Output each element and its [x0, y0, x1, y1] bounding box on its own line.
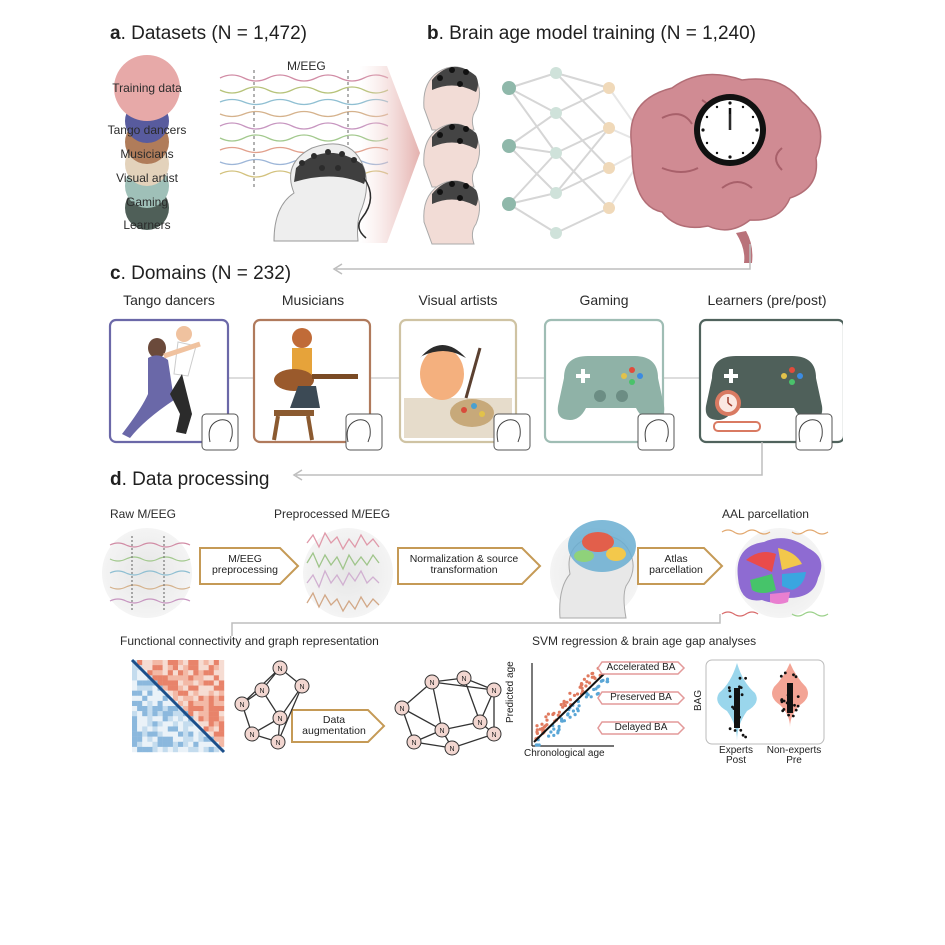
graph-node	[456, 670, 472, 686]
graph-node	[444, 740, 460, 756]
svm-scatter	[531, 662, 614, 747]
domain-label-gaming: Gaming	[579, 292, 629, 308]
eeg-head	[273, 143, 372, 242]
group-experts-label: Experts	[719, 745, 753, 756]
graph-node-label: N	[239, 702, 244, 709]
connectivity-matrix	[130, 658, 226, 754]
graph-node-label: N	[491, 688, 496, 695]
graph-node-label: N	[461, 676, 466, 683]
predicted-age-label: Predicted age	[505, 661, 516, 723]
network-nodes	[502, 67, 615, 239]
meeg-label: M/EEG	[287, 59, 326, 73]
arrow-atlas: Atlas parcellation	[649, 553, 703, 577]
graph-node-label: N	[411, 740, 416, 747]
graph-node	[406, 734, 422, 750]
training-heads	[423, 66, 480, 245]
panel-a-title: a. Datasets (N = 1,472)	[110, 23, 307, 44]
preserved-ba-label: Preserved BA	[610, 692, 672, 703]
domain-label-musicians: Musicians	[281, 292, 345, 308]
graph-node	[272, 710, 288, 726]
figure: N N N N N N N N N N N N N N N N a. Datasets (N = 1,472)…	[102, 18, 843, 775]
graph-node	[272, 660, 288, 676]
panel-b-title: b. Brain age model training (N = 1,240)	[427, 23, 756, 44]
raw-meeg-bg	[102, 528, 192, 618]
connector-row2	[231, 614, 721, 636]
graph-node-label: N	[299, 684, 304, 691]
graph-nodes: N N N N N N N N N N N N N N N N	[234, 660, 502, 756]
panel-d-title: d. Data processing	[110, 469, 270, 490]
dataset-item-musicians: Musicians	[120, 147, 174, 161]
transition-wedge	[360, 66, 420, 243]
aal-brain	[721, 529, 829, 617]
raw-meeg-traces	[109, 536, 191, 610]
graph-node-label: N	[477, 720, 482, 727]
raw-meeg-label: Raw M/EEG	[110, 507, 177, 521]
process-arrows	[199, 547, 724, 743]
graph-node-label: N	[277, 666, 282, 673]
domain-box-musicians	[252, 318, 372, 444]
neural-network	[508, 72, 651, 234]
graph-node	[472, 714, 488, 730]
graph-node-label: N	[277, 716, 282, 723]
group-post-label: Post	[725, 755, 746, 766]
graph-node	[270, 734, 286, 750]
accelerated-ba-label: Accelerated BA	[606, 662, 676, 673]
dataset-item-tango: Tango dancers	[107, 123, 187, 137]
graph-node-label: N	[249, 732, 254, 739]
domain-box-gaming	[543, 318, 665, 444]
graph-node	[424, 674, 440, 690]
bag-axis-label: BAG	[693, 689, 704, 711]
group-pre-label: Pre	[786, 755, 802, 766]
figure-artwork: N N N N N N N N N N N N N N N N	[102, 55, 843, 756]
dataset-circles	[114, 55, 180, 230]
graph-node	[394, 700, 410, 716]
chronological-age-label: Chronological age	[524, 748, 605, 759]
graph-node	[294, 678, 310, 694]
domain-box-visual-artists	[398, 318, 518, 444]
graph-node	[254, 682, 270, 698]
graph-node-label: N	[429, 680, 434, 687]
connector-b-to-c	[336, 244, 751, 270]
dataset-item-training: Training data	[112, 81, 182, 95]
domain-label-visual: Visual artists	[418, 292, 498, 308]
graph-node	[234, 696, 250, 712]
domain-label-learners: Learners (pre/post)	[707, 292, 827, 308]
device-icon-boxes	[201, 413, 833, 451]
aal-label: AAL parcellation	[722, 507, 809, 521]
arrow-normalization: Normalization & source transformation	[409, 553, 519, 577]
brain-with-clock	[630, 73, 822, 263]
graph-node-label: N	[275, 740, 280, 747]
bag-violin-plot	[705, 659, 825, 745]
svm-title: SVM regression & brain age gap analyses	[532, 634, 757, 648]
graph-node-label: N	[491, 732, 496, 739]
group-nonexperts-label: Non-experts	[766, 745, 822, 756]
dataset-item-learners: Learners	[123, 218, 171, 232]
graph-node-label: N	[449, 746, 454, 753]
graph-node	[486, 726, 502, 742]
delayed-ba-label: Delayed BA	[614, 722, 668, 733]
panel-c-title: c. Domains (N = 232)	[110, 263, 292, 284]
fc-title: Functional connectivity and graph repres…	[120, 634, 379, 648]
head-source-model	[559, 520, 636, 619]
dataset-item-visual: Visual artist	[116, 171, 178, 185]
domain-label-tango: Tango dancers	[123, 292, 215, 308]
connector-c-to-d	[296, 442, 763, 476]
arrow-preprocessing: M/EEG preprocessing	[212, 553, 278, 577]
dataset-item-gaming: Gaming	[125, 195, 169, 209]
graph-node-label: N	[259, 688, 264, 695]
ba-labels-boxes	[597, 661, 686, 735]
domain-box-learners	[698, 318, 843, 444]
preprocessed-label: Preprocessed M/EEG	[274, 507, 391, 521]
graph-node-label: N	[399, 706, 404, 713]
graph-node	[434, 722, 450, 738]
preprocessed-meeg-traces	[306, 531, 380, 613]
domain-box-tango	[108, 318, 230, 444]
graph-node-label: N	[439, 728, 444, 735]
graph-node	[486, 682, 502, 698]
graph-node	[244, 726, 260, 742]
arrow-augmentation: Data augmentation	[302, 714, 366, 738]
